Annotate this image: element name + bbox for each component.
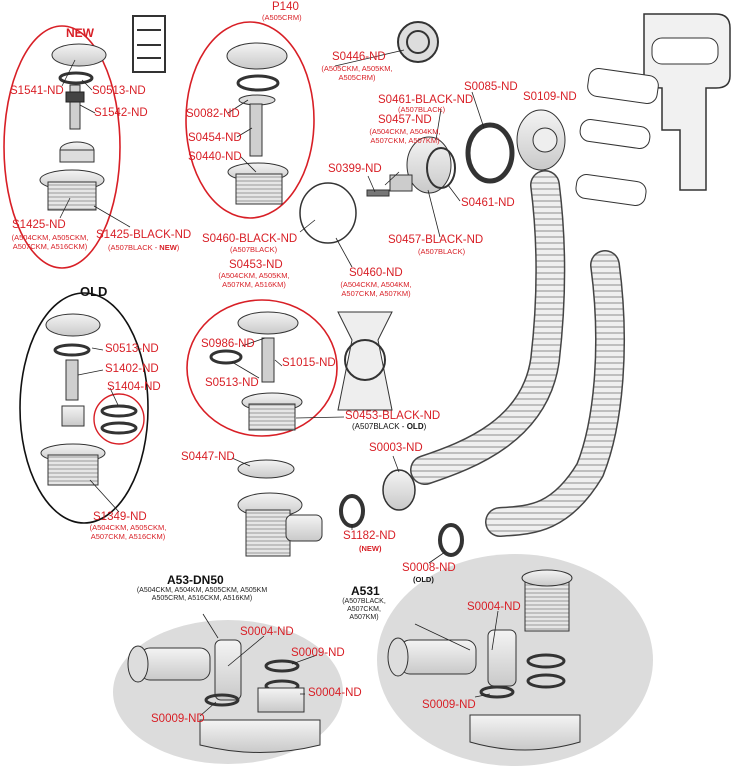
s0453b-old: OLD (406, 422, 424, 431)
label-s0461-black: S0461-BLACK-ND (378, 94, 474, 106)
label-s0008: S0008-ND (402, 562, 456, 574)
label-s0009-a53-left: S0009-ND (151, 713, 205, 725)
label-s1404: S1404-ND (107, 381, 161, 393)
label-s0004-a53-top: S0004-ND (240, 626, 294, 638)
label-s0513-new: S0513-ND (92, 85, 146, 97)
label-s0009-a531: S0009-ND (422, 699, 476, 711)
label-s0008-sub: (OLD) (413, 575, 434, 584)
label-s0009-a53-right: S0009-ND (291, 647, 345, 659)
label-a53: A53-DN50 (167, 573, 224, 587)
s1425b-sub-text: (A507BLACK - (108, 243, 160, 252)
label-a531-sub: (A507BLACK, A507CKM, A507KM) (342, 598, 386, 622)
label-s1349: S1349-ND (93, 511, 147, 523)
label-s1349-sub: (A504CKM, A505CKM, A507CKM, A516CKM) (89, 523, 167, 541)
cover-s0460 (299, 182, 357, 244)
label-s1425-black-sub: (A507BLACK - NEW) (108, 244, 179, 252)
p140-group-outline (185, 21, 315, 219)
label-s1425: S1425-ND (12, 219, 66, 231)
label-s0004-a53-right: S0004-ND (308, 687, 362, 699)
cap-s1541 (51, 43, 107, 67)
label-s0460-black: S0460-BLACK-ND (202, 233, 298, 245)
label-p140: P140 (272, 1, 299, 13)
label-s0453: S0453-ND (229, 259, 283, 271)
label-s0453-black-sub: (A507BLACK - OLD) (352, 423, 426, 431)
label-s0399: S0399-ND (328, 163, 382, 175)
label-s1542: S1542-ND (94, 107, 148, 119)
label-s0461: S0461-ND (461, 197, 515, 209)
s0453b-sub-text: (A507BLACK - (352, 422, 407, 431)
label-p140-sub: (A505CRM) (262, 13, 302, 22)
label-s0457: S0457-ND (378, 114, 432, 126)
label-s0453-black: S0453-BLACK-ND (345, 410, 441, 422)
label-s1182: S1182-ND (343, 530, 396, 542)
label-s0460: S0460-ND (349, 267, 403, 279)
label-s0454: S0454-ND (188, 132, 242, 144)
label-s0457-black: S0457-BLACK-ND (388, 234, 484, 246)
label-s1425-black: S1425-BLACK-ND (96, 229, 192, 241)
label-s0460-black-sub: (A507BLACK) (230, 245, 278, 254)
stem-s1542 (69, 84, 81, 130)
label-s0446: S0446-ND (332, 51, 386, 63)
group-title-old: OLD (80, 284, 108, 299)
label-s0513-s0453: S0513-ND (205, 377, 259, 389)
label-s0986: S0986-ND (201, 338, 255, 350)
label-s1425-sub: (A504CKM, A505CKM, A507CKM, A516CKM) (11, 233, 89, 251)
label-s0082: S0082-ND (186, 108, 240, 120)
s1404-highlight (93, 393, 145, 445)
s0453-group-outline (186, 299, 338, 437)
label-s1402: S1402-ND (105, 363, 159, 375)
bracket-cross (337, 311, 393, 411)
label-s0513-old: S0513-ND (105, 343, 159, 355)
label-s0003: S0003-ND (369, 442, 423, 454)
label-s0457-sub: (A504CKM, A504KM, A507CKM, A507KM) (369, 127, 441, 145)
label-s0085: S0085-ND (464, 81, 518, 93)
label-s0453-sub: (A504CKM, A505KM, A507KM, A516KM) (218, 271, 290, 289)
label-s0109: S0109-ND (523, 91, 577, 103)
cap-p140 (226, 42, 288, 70)
old-group-outline (19, 292, 149, 524)
label-s1541: S1541-ND (10, 85, 64, 97)
label-s0460-sub: (A504CKM, A504KM, A507CKM, A507KM) (340, 280, 412, 298)
bracket-top (132, 15, 166, 73)
grid-s0446 (397, 21, 439, 63)
s1425b-close: ) (176, 243, 180, 252)
group-title-new: NEW (66, 26, 94, 40)
label-s0461-black-sub: (A507BLACK) (398, 105, 446, 114)
label-a53-sub: (A504CKM, A504KM, A505CKM, A505KM A505CR… (136, 587, 268, 603)
label-s1015: S1015-ND (282, 357, 336, 369)
label-s0440: S0440-ND (188, 151, 242, 163)
s0453b-close: ) (423, 422, 427, 431)
slot-plate-1 (587, 68, 659, 104)
label-s0446-sub: (A505CKM, A505KM, A505CRM) (321, 64, 393, 82)
label-a531: A531 (351, 584, 380, 598)
label-s0457-black-sub: (A507BLACK) (418, 247, 466, 256)
label-s0447: S0447-ND (181, 451, 235, 463)
new-group-outline (3, 25, 121, 269)
label-s1182-sub: (NEW) (359, 544, 382, 553)
s1425b-new: NEW (159, 243, 177, 252)
ring-s0513 (58, 71, 94, 85)
label-s0004-a531: S0004-ND (467, 601, 521, 613)
